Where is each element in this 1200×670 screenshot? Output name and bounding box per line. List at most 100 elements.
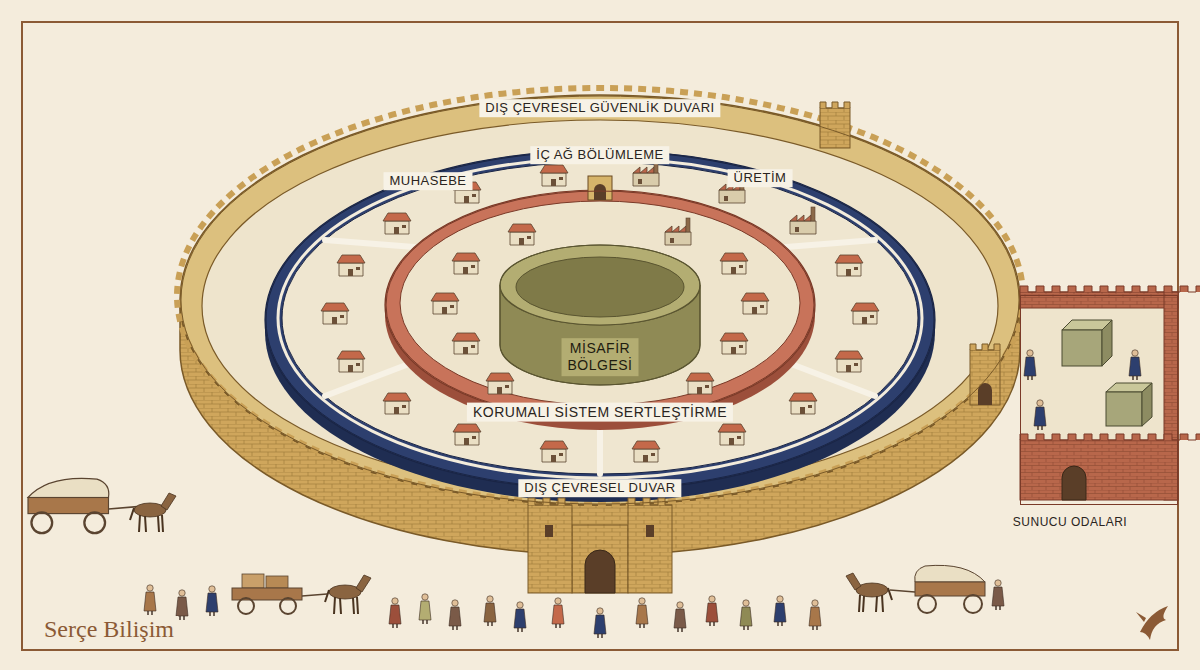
factory [665,218,691,245]
guard [1034,400,1046,430]
guest-zone: MİSAFİR BÖLGESİ [500,245,700,385]
main-gate [528,498,672,593]
tower-door [978,383,992,405]
ring-label: KORUMALI SİSTEM SERTLEŞTİRME [467,403,733,422]
house [686,373,714,394]
node-outline [265,150,935,490]
covered-cart [890,565,985,613]
house [741,293,769,314]
tower [970,350,1000,405]
guest-zone-drawing [486,245,714,394]
divider [325,362,414,396]
house [720,333,748,354]
cylinder-opening [516,257,684,317]
ring-label: DIŞ ÇEVRESEL DUVAR [518,479,681,497]
divider [786,362,875,396]
frame [22,22,1178,650]
house [718,424,746,445]
house [337,255,365,276]
house [383,213,411,234]
gate-wall [572,525,628,593]
server-side [1102,320,1112,366]
ring-top [385,190,815,420]
server-side [1142,383,1152,426]
person [674,602,686,632]
server-front [1062,330,1102,366]
caravan [28,478,985,614]
house [452,333,480,354]
house [540,441,568,462]
tower-battlements [820,102,850,108]
zone-label: MİSAFİR BÖLGESİ [562,338,639,376]
person [419,594,431,624]
hardening-ring-zone: KORUMALI SİSTEM SERTLEŞTİRME MİSAFİR BÖLG… [385,190,815,420]
house [851,303,879,324]
server-annex-drawing [1020,286,1200,500]
gate-door [585,550,615,593]
annex-front-wall [1020,440,1178,500]
people [144,580,1004,638]
house [835,351,863,372]
server-front [1106,392,1142,426]
node-border [386,191,814,419]
inner-ground [400,201,800,405]
house [337,351,365,372]
gate-tower [628,505,672,593]
outer-wall-zone: DIŞ ÇEVRESEL GÜVENLİK DUVARIMUHASEBEİÇ A… [180,95,1020,505]
house [508,224,536,245]
horse [846,573,892,612]
zone-label: MUHASEBE [384,172,473,190]
annex-door [1062,466,1086,500]
district-ground [282,162,918,474]
window [646,525,654,537]
house [431,293,459,314]
window [545,525,553,537]
divider [786,240,875,247]
annex-label: SUNUCU ODALARI [1007,514,1133,530]
gate-battlements [528,498,572,505]
protected-ring-drawing [385,176,815,430]
horse [325,575,371,614]
node-border [1021,296,1178,505]
guard [1024,350,1036,380]
battlements [177,88,1023,504]
annex-battlements [1020,286,1200,292]
person [484,596,496,626]
person [389,598,401,628]
outer-houses [321,159,879,462]
node-border [500,245,700,385]
annex-ground [1020,300,1178,500]
person [449,600,461,630]
house [452,253,480,274]
guard [1129,350,1141,380]
house [453,424,481,445]
house [789,393,817,414]
annex-battlements [1020,434,1200,440]
house [632,441,660,462]
sparrow-logo [1136,606,1168,640]
horse [130,493,176,532]
house [383,393,411,414]
house [835,255,863,276]
node-border [266,151,934,489]
ring-label: İÇ AĞ BÖLÜMLEME [530,146,669,164]
courtyard [202,120,998,492]
network-ring-zone: MUHASEBEİÇ AĞ BÖLÜMLEMEÜRETİMDIŞ ÇEVRESE… [265,150,935,490]
gate-battlements [628,498,672,505]
gate-door [594,184,606,200]
ring-top [265,150,935,490]
house [486,373,514,394]
gate-tower [528,505,572,593]
person [514,602,526,632]
factory [790,207,816,234]
person [636,598,648,628]
network-ring-drawing [265,150,935,502]
tower-battlements [970,344,1000,350]
house [540,165,568,186]
covered-cart [28,478,137,533]
person [206,586,218,616]
divider [325,240,414,247]
ring-face [265,162,935,502]
node-border [181,96,1019,504]
